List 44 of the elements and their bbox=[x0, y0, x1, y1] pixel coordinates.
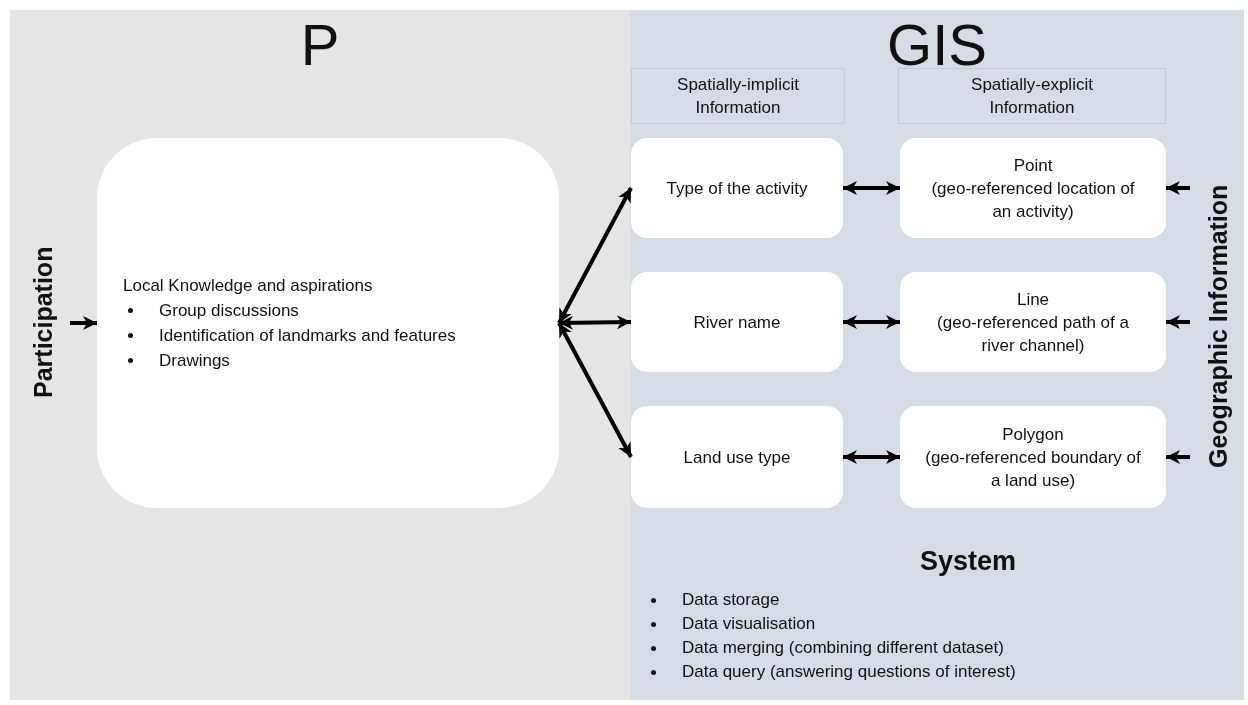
list-item: Data visualisation bbox=[682, 613, 816, 635]
box-title: Type of the activity bbox=[666, 177, 808, 200]
column-header bbox=[631, 68, 845, 124]
rounded-box bbox=[631, 138, 843, 238]
rounded-box bbox=[900, 406, 1166, 508]
list-item: Data query (answering questions of interest) bbox=[682, 661, 1016, 683]
header-text: Spatially-implicit Information bbox=[676, 74, 800, 119]
rounded-box bbox=[631, 406, 843, 508]
vertical-label: Participation bbox=[22, 222, 64, 422]
rounded-box bbox=[900, 272, 1166, 372]
rounded-box bbox=[900, 138, 1166, 238]
panel-title: P bbox=[299, 14, 341, 76]
list-item: Data storage bbox=[682, 589, 780, 611]
arrow bbox=[1166, 315, 1190, 329]
list-item: Drawings bbox=[159, 350, 230, 372]
list-item: Identification of landmarks and features bbox=[159, 325, 456, 347]
section-heading: System bbox=[920, 546, 1017, 577]
rounded-box bbox=[97, 138, 559, 508]
arrow bbox=[1166, 181, 1190, 195]
arrow bbox=[557, 187, 633, 324]
box-text: (geo-referenced location of an activity) bbox=[930, 177, 1136, 223]
box-text: (geo-referenced path of a river channel) bbox=[936, 311, 1130, 357]
vertical-label: Geographic Information bbox=[1196, 140, 1240, 512]
panel-title: GIS bbox=[886, 14, 988, 76]
arrow bbox=[1166, 450, 1190, 464]
box-title: Point bbox=[1013, 154, 1053, 177]
header-text: Spatially-explicit Information bbox=[970, 74, 1094, 119]
arrow bbox=[843, 181, 900, 195]
list-item: Group discussions bbox=[159, 300, 299, 322]
rounded-box bbox=[631, 272, 843, 372]
box-title: River name bbox=[693, 311, 781, 334]
arrow bbox=[558, 315, 632, 330]
panel-background bbox=[630, 10, 1244, 700]
arrow bbox=[843, 315, 900, 329]
box-title: Polygon bbox=[1002, 423, 1064, 446]
list-item: Data merging (combining different dataset) bbox=[682, 637, 1004, 659]
box-text: (geo-referenced boundary of a land use) bbox=[924, 446, 1142, 492]
box-title: Line bbox=[1016, 288, 1050, 311]
arrow bbox=[843, 450, 900, 464]
arrow bbox=[557, 322, 633, 458]
panel-background bbox=[10, 10, 630, 700]
arrow bbox=[70, 316, 97, 330]
box-title: Land use type bbox=[683, 446, 791, 469]
box-heading: Local Knowledge and aspirations bbox=[123, 275, 374, 297]
